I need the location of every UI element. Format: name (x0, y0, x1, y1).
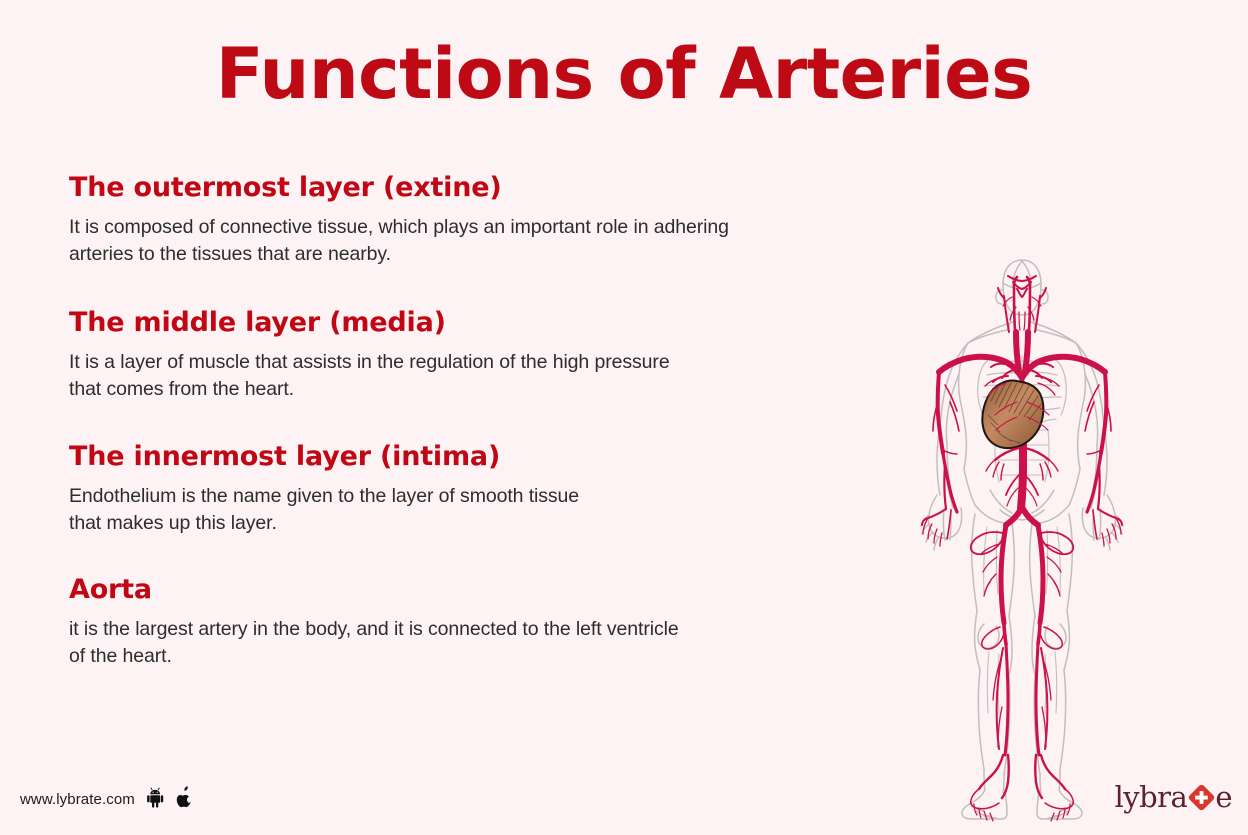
section-aorta: Aorta it is the largest artery in the bo… (69, 574, 889, 669)
section-outermost-layer: The outermost layer (extine) It is compo… (69, 172, 889, 267)
body-line: It is a layer of muscle that assists in … (69, 351, 670, 373)
body-line: arteries to the tissues that are nearby. (69, 242, 391, 265)
section-body: it is the largest artery in the body, an… (69, 616, 889, 669)
arterial-network (921, 275, 1123, 822)
section-innermost-layer: The innermost layer (intima) Endothelium… (69, 441, 889, 536)
body-line: It is composed of connective tissue, whi… (69, 216, 729, 238)
red-diamond-plus-icon (1188, 784, 1215, 811)
section-middle-layer: The middle layer (media) It is a layer o… (69, 307, 889, 402)
section-body: It is a layer of muscle that assists in … (69, 349, 889, 402)
section-heading: The outermost layer (extine) (69, 172, 502, 203)
section-heading: The innermost layer (intima) (69, 441, 501, 472)
logo-text-before: lybra (1114, 780, 1188, 814)
android-robot-icon (146, 787, 165, 813)
section-body: Endothelium is the name given to the lay… (69, 483, 889, 536)
lybrate-logo[interactable]: lybra e (1114, 780, 1232, 814)
heart-organ (981, 379, 1045, 450)
logo-text-after: e (1215, 780, 1232, 814)
apple-logo-icon (176, 786, 194, 813)
body-line: that makes up this layer. (69, 511, 277, 534)
content-column: The outermost layer (extine) It is compo… (69, 172, 889, 669)
body-line: that comes from the heart. (69, 377, 295, 400)
section-body: It is composed of connective tissue, whi… (69, 214, 889, 267)
page-title: Functions of Arteries (215, 33, 1033, 115)
body-line: of the heart. (69, 644, 172, 667)
footer-left: www.lybrate.com (20, 786, 194, 813)
section-heading: Aorta (69, 574, 152, 605)
body-line: it is the largest artery in the body, an… (69, 618, 679, 640)
human-arterial-system-diagram (872, 252, 1172, 822)
body-outline (920, 259, 1124, 820)
body-line: Endothelium is the name given to the lay… (69, 485, 580, 507)
site-url-label: www.lybrate.com (20, 791, 135, 808)
section-heading: The middle layer (media) (69, 307, 446, 338)
